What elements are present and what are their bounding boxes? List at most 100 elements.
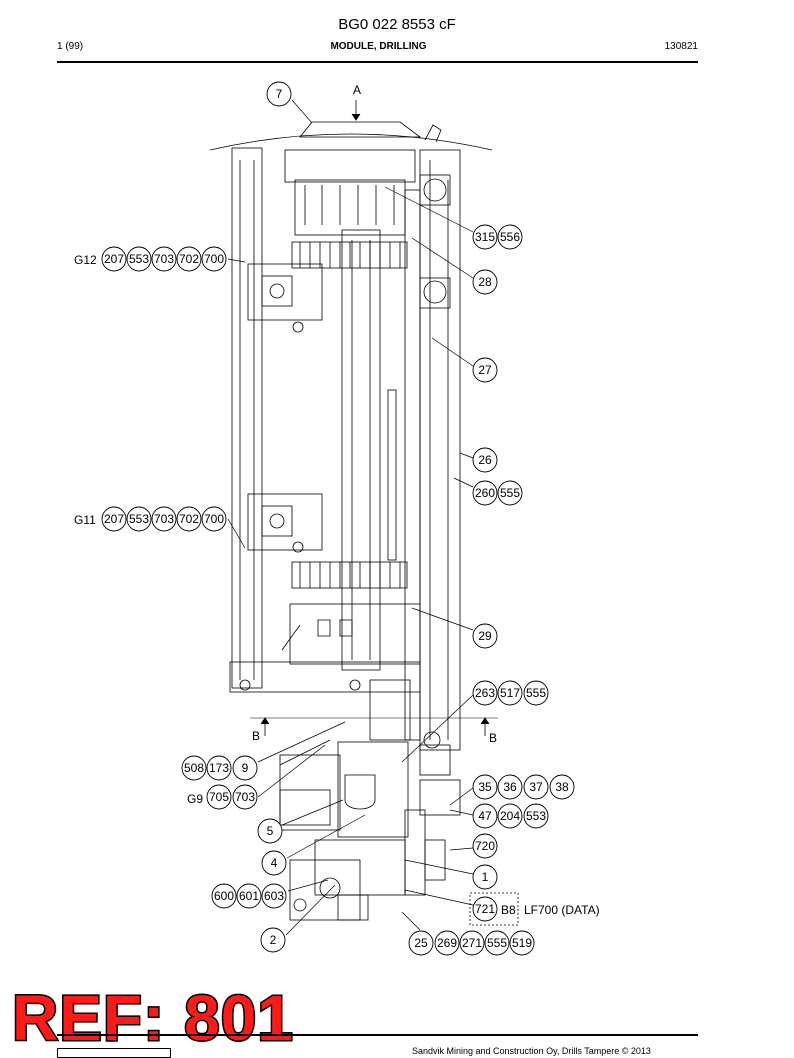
view-marker-a: A [353, 83, 361, 97]
callout-bubble-c37: 37 [523, 774, 549, 800]
callout-circle [126, 246, 152, 272]
callout-circle [236, 883, 262, 909]
callout-bubble-c720: 720 [472, 833, 498, 859]
callout-bubble-c35: 35 [472, 774, 498, 800]
callout-circle [472, 896, 498, 922]
callout-bubble-c38: 38 [549, 774, 575, 800]
callout-number: 271 [462, 936, 482, 950]
callout-bubble-c2: 2 [260, 927, 286, 953]
callout-bubble-c703g9: 703 [232, 784, 258, 810]
callout-circle [232, 755, 258, 781]
callout-circle [206, 784, 232, 810]
callout-bubble-g11_702: 702 [176, 506, 202, 532]
callout-bubble-c260: 260 [472, 480, 498, 506]
callout-number: 47 [478, 809, 492, 823]
callout-circle [181, 755, 207, 781]
callout-bubble-c28: 28 [472, 269, 498, 295]
callout-bubble-c1: 1 [472, 864, 498, 890]
callout-number: 553 [129, 252, 149, 266]
callout-number: 207 [104, 512, 124, 526]
callout-circle [497, 480, 523, 506]
callout-circle [151, 246, 177, 272]
document-date: 130821 [664, 41, 698, 52]
callout-number: 204 [500, 809, 520, 823]
group-label-g11: G11 [74, 513, 96, 527]
callout-circle [261, 850, 287, 876]
callout-circle [509, 930, 535, 956]
callout-circle [459, 930, 485, 956]
callout-bubble-c29: 29 [472, 623, 498, 649]
callout-bubble-c269: 269 [434, 930, 460, 956]
callout-number: 703 [235, 790, 255, 804]
callout-bubble-c204: 204 [497, 803, 523, 829]
callout-number: 4 [271, 856, 278, 870]
callout-bubble-c508: 508 [181, 755, 207, 781]
footer-copyright: Sandvik Mining and Construction Oy, Dril… [412, 1046, 651, 1056]
callout-bubble-c5: 5 [257, 818, 283, 844]
footer-rule [57, 1034, 698, 1036]
callout-circle [497, 680, 523, 706]
callout-circle [523, 803, 549, 829]
callout-number: 555 [487, 936, 507, 950]
callout-number: 702 [179, 512, 199, 526]
callout-bubble-c173: 173 [206, 755, 232, 781]
callout-bubble-c26: 26 [472, 447, 498, 473]
callout-bubble-c600: 600 [211, 883, 237, 909]
callout-circle [484, 930, 510, 956]
callout-bubble-c4: 4 [261, 850, 287, 876]
callout-bubble-g12_700: 700 [201, 246, 227, 272]
callout-number: 28 [478, 275, 492, 289]
callout-number: 508 [184, 761, 204, 775]
callout-circle [472, 224, 498, 250]
callout-circle [257, 818, 283, 844]
callout-number: 269 [437, 936, 457, 950]
callout-bubble-c556: 556 [497, 224, 523, 250]
callout-bubble-c517: 517 [497, 680, 523, 706]
callout-number: 35 [478, 780, 492, 794]
page-number: 1 (99) [57, 41, 84, 52]
callout-circle [472, 480, 498, 506]
callout-bubble-c9: 9 [232, 755, 258, 781]
callout-circle [523, 680, 549, 706]
callout-number: 700 [204, 252, 224, 266]
callout-number: 1 [482, 870, 489, 884]
callout-number: 25 [414, 936, 428, 950]
callout-bubble-c601: 601 [236, 883, 262, 909]
module-name: MODULE, DRILLING [330, 41, 427, 52]
callout-bubble-c27: 27 [472, 357, 498, 383]
callout-circle [472, 864, 498, 890]
callout-circle [176, 506, 202, 532]
callout-bubble-c315: 315 [472, 224, 498, 250]
callout-bubble-g11_703: 703 [151, 506, 177, 532]
callout-number: 720 [475, 839, 495, 853]
group-label-b8: B8 [501, 903, 516, 917]
callout-circle [472, 447, 498, 473]
callout-bubble-c553b: 553 [523, 803, 549, 829]
callout-number: 207 [104, 252, 124, 266]
callout-number: 702 [179, 252, 199, 266]
callout-number: 38 [555, 780, 569, 794]
callout-number: 263 [475, 686, 495, 700]
callout-number: 7 [276, 87, 283, 101]
leader-lines [227, 99, 474, 936]
callout-bubble-c705: 705 [206, 784, 232, 810]
callout-number: 721 [475, 902, 495, 916]
callout-bubble-c271: 271 [459, 930, 485, 956]
callout-circle [176, 246, 202, 272]
callout-note-lf700: LF700 (DATA) [524, 903, 600, 917]
callout-bubble-g12_702: 702 [176, 246, 202, 272]
callout-number: 600 [214, 889, 234, 903]
callout-circle [408, 930, 434, 956]
callout-circle [472, 833, 498, 859]
callout-number: 703 [154, 252, 174, 266]
callout-circle [101, 246, 127, 272]
callout-circle [260, 927, 286, 953]
callout-number: 173 [209, 761, 229, 775]
callout-circle [472, 803, 498, 829]
callout-circle [497, 803, 523, 829]
callout-number: 29 [478, 629, 492, 643]
callout-circle [549, 774, 575, 800]
callout-bubble-c263: 263 [472, 680, 498, 706]
callout-circle [211, 883, 237, 909]
callout-number: 9 [242, 761, 249, 775]
